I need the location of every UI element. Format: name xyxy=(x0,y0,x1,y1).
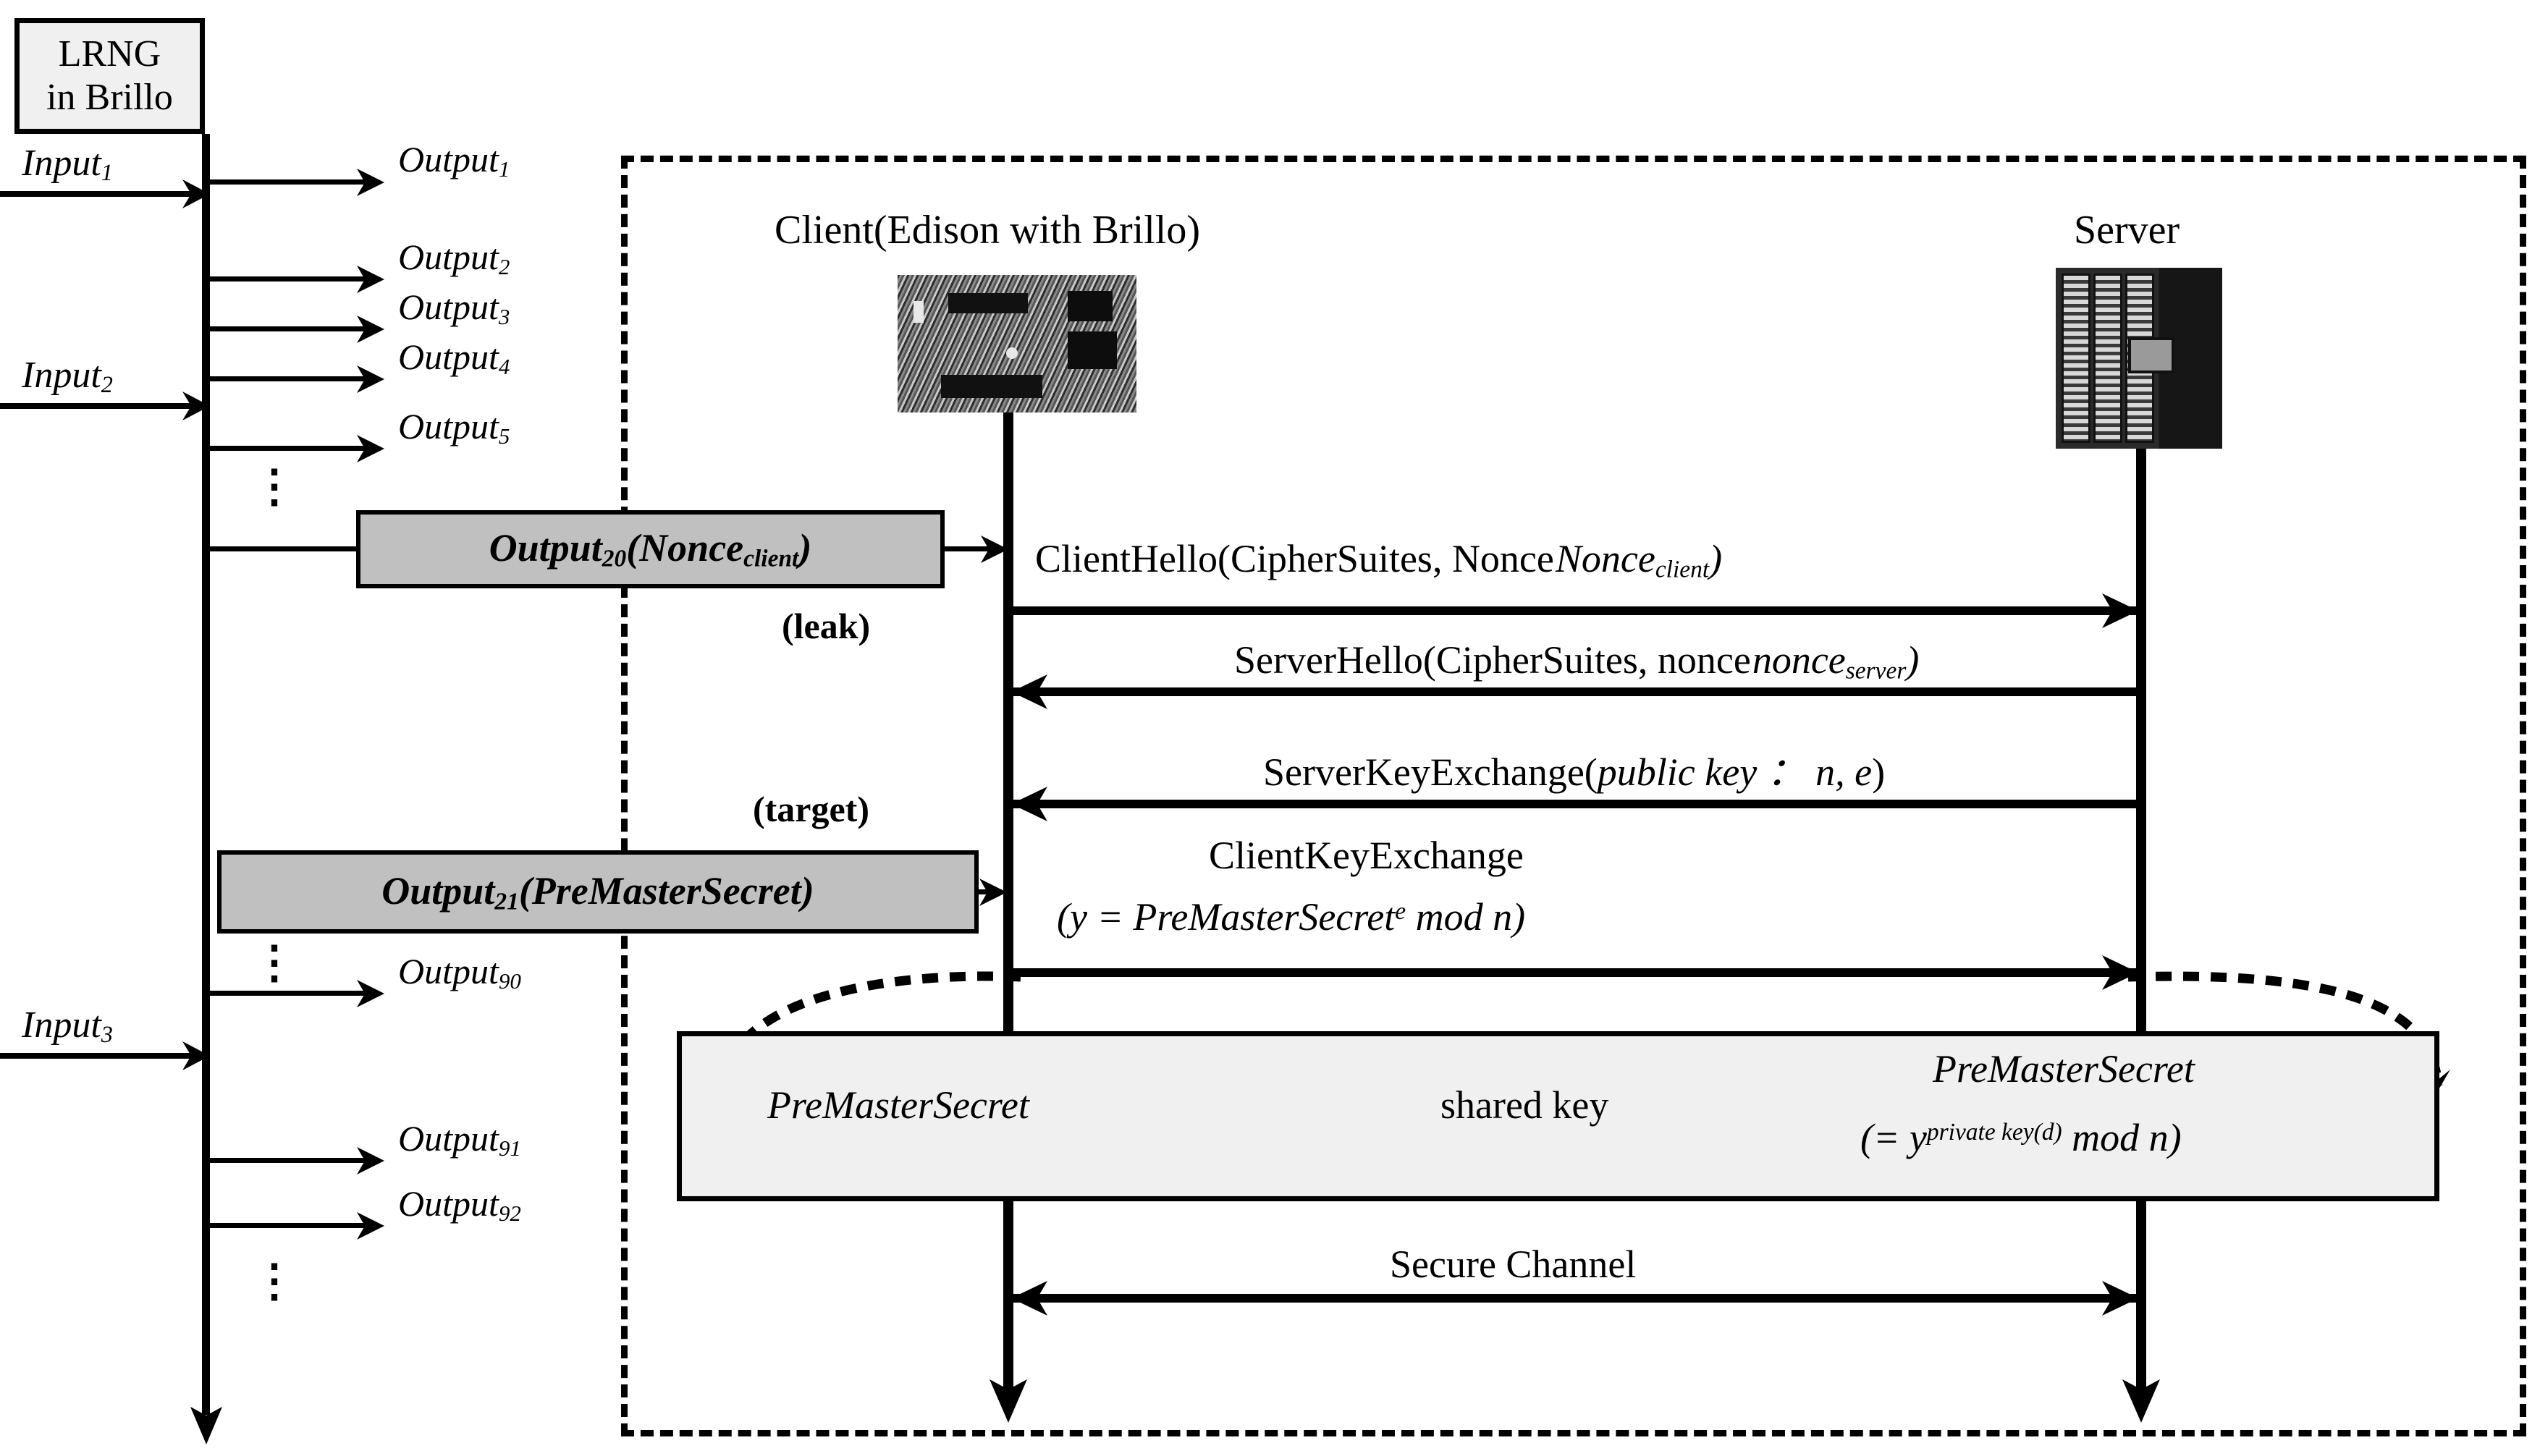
output-20-nonce-box: Output20(Nonceclient) xyxy=(356,510,945,588)
message-server-hello-arrow-line xyxy=(1008,687,2136,696)
shared-key-client-premastersecret-label: PreMasterSecret xyxy=(767,1083,1029,1127)
output-2-arrow-line xyxy=(206,276,367,282)
server-actor-label: Server xyxy=(2074,208,2180,253)
message-client-hello-arrow-line xyxy=(1008,606,2136,615)
output-21-premastersecret-box: Output21(PreMasterSecret) xyxy=(217,850,979,934)
client-actor-label: Client(Edison with Brillo) xyxy=(775,208,1200,253)
input-3-arrow-line xyxy=(0,1053,203,1059)
output-21-to-client-arrowhead xyxy=(979,879,1007,906)
message-client-hello-label: ClientHello(CipherSuites, NonceNonceclie… xyxy=(1035,537,1723,583)
lrng-block: LRNG in Brillo xyxy=(14,18,205,134)
input-3-arrowhead xyxy=(182,1041,210,1070)
client-lifeline-arrowhead xyxy=(990,1379,1027,1423)
output-90-arrowhead xyxy=(357,980,384,1007)
tls-protocol-region xyxy=(621,156,2526,1436)
output-3-label: Output3 xyxy=(398,287,510,329)
message-client-hello-arrowhead xyxy=(2102,593,2138,628)
target-annotation: (target) xyxy=(753,789,869,829)
output-4-label: Output4 xyxy=(398,337,510,379)
message-server-key-exchange-arrow-line xyxy=(1008,800,2136,808)
output-1-arrowhead xyxy=(357,169,384,196)
message-client-key-exchange-line1: ClientKeyExchange xyxy=(1209,834,1524,877)
output-91-arrowhead xyxy=(357,1147,384,1174)
output-3-arrowhead xyxy=(357,316,384,343)
output-92-label: Output92 xyxy=(398,1183,521,1226)
shared-key-center-label: shared key xyxy=(1440,1083,1609,1127)
input-3-label: Input3 xyxy=(22,1004,113,1048)
output-20-connector-line xyxy=(206,546,358,551)
message-server-key-exchange-arrowhead xyxy=(1011,787,1047,821)
server-rack-image xyxy=(2056,268,2222,449)
leak-annotation: (leak) xyxy=(782,606,871,646)
message-secure-channel-arrow-line xyxy=(1008,1294,2136,1303)
input-2-arrow-line xyxy=(0,403,203,409)
message-client-key-exchange-line2: (y = PreMasterSecrete mod n) xyxy=(1057,895,1526,939)
input-2-arrowhead xyxy=(182,391,210,420)
message-client-key-exchange-arrowhead xyxy=(2102,955,2138,990)
lrng-lifeline-arrowhead xyxy=(190,1407,222,1444)
input-1-label: Input1 xyxy=(22,143,113,186)
lrng-title-line2: in Brillo xyxy=(46,77,173,118)
output-3-arrow-line xyxy=(206,326,367,331)
server-lifeline-arrowhead xyxy=(2122,1379,2160,1423)
output-5-label: Output5 xyxy=(398,406,510,449)
output-92-arrow-line xyxy=(206,1223,367,1228)
shared-key-server-formula: (= yprivate key(d) mod n) xyxy=(1860,1116,2182,1159)
output-92-arrowhead xyxy=(357,1212,384,1240)
output-20-to-client-line xyxy=(945,546,1000,551)
output-4-arrowhead xyxy=(357,365,384,393)
client-lifeline xyxy=(1003,412,1013,1397)
vertical-ellipsis-3: ⋮ xyxy=(252,1257,297,1306)
vertical-ellipsis-2: ⋮ xyxy=(252,939,297,988)
message-server-hello-arrowhead xyxy=(1011,674,1047,709)
output-90-label: Output90 xyxy=(398,951,521,994)
message-server-key-exchange-label: ServerKeyExchange(public key ： n, e) xyxy=(1263,750,1886,794)
output-20-expression: Output20(Nonceclient) xyxy=(489,526,812,572)
edison-board-image xyxy=(898,275,1136,412)
lrng-title-line1: LRNG xyxy=(58,33,161,75)
input-1-arrowhead xyxy=(182,179,210,208)
output-4-arrow-line xyxy=(206,376,367,381)
output-20-to-client-arrowhead xyxy=(981,536,1008,563)
message-secure-channel-left-arrowhead xyxy=(1011,1281,1047,1316)
input-1-arrow-line xyxy=(0,191,203,197)
message-client-key-exchange-arrow-line xyxy=(1008,968,2136,977)
output-91-arrow-line xyxy=(206,1158,367,1163)
output-21-expression: Output21(PreMasterSecret) xyxy=(381,868,814,915)
output-91-label: Output91 xyxy=(398,1118,521,1161)
output-5-arrowhead xyxy=(357,435,384,462)
output-2-label: Output2 xyxy=(398,237,510,279)
message-secure-channel-label: Secure Channel xyxy=(1390,1243,1637,1286)
vertical-ellipsis-1: ⋮ xyxy=(252,462,297,512)
shared-key-server-premastersecret-label: PreMasterSecret xyxy=(1933,1047,2195,1091)
input-2-label: Input2 xyxy=(22,355,113,398)
shared-key-box xyxy=(677,1031,2439,1201)
output-2-arrowhead xyxy=(357,266,384,293)
output-1-label: Output1 xyxy=(398,139,510,182)
output-1-arrow-line xyxy=(206,179,367,185)
lrng-lifeline xyxy=(202,134,210,1415)
output-5-arrow-line xyxy=(206,446,367,451)
output-90-arrow-line xyxy=(206,991,367,996)
message-server-hello-label: ServerHello(CipherSuites, noncenonceserv… xyxy=(1234,638,1920,685)
message-secure-channel-right-arrowhead xyxy=(2102,1281,2138,1316)
